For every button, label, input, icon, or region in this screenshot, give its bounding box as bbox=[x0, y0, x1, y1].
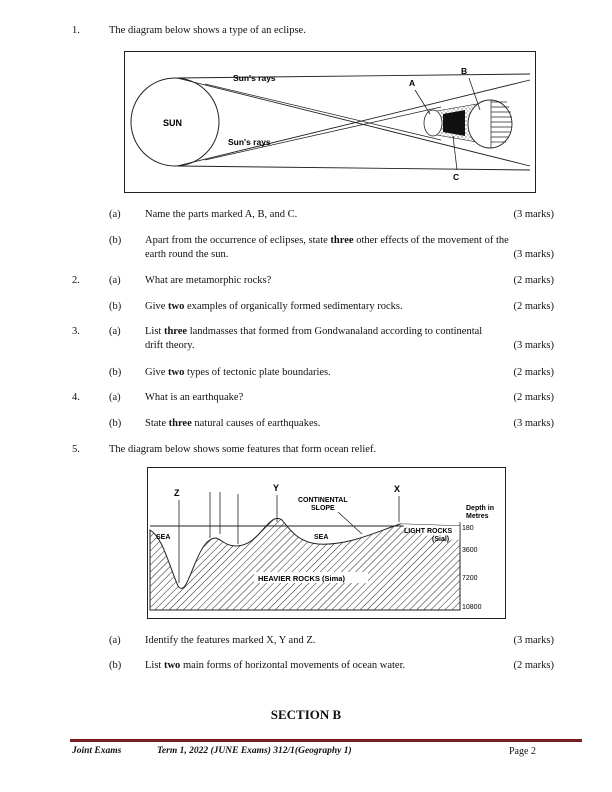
page-number: Page 2 bbox=[509, 746, 536, 757]
depth-180: 180 bbox=[462, 525, 474, 532]
label-z: Z bbox=[174, 488, 180, 498]
q3a-label: (a) bbox=[109, 326, 121, 337]
earth-hatching bbox=[490, 100, 512, 148]
sun-label: SUN bbox=[163, 118, 182, 128]
ray-line bbox=[176, 165, 531, 171]
q1b-text-line2: earth round the sun. bbox=[145, 249, 229, 260]
q2a-marks: (2 marks) bbox=[513, 275, 554, 286]
label-b: B bbox=[461, 66, 467, 76]
footer-rule bbox=[70, 739, 582, 742]
ocean-floor bbox=[149, 517, 461, 611]
light-rocks-label: LIGHT ROCKS bbox=[404, 528, 453, 535]
q3b-marks: (2 marks) bbox=[513, 367, 554, 378]
ray-line bbox=[176, 73, 531, 79]
label-a: A bbox=[409, 78, 415, 88]
ocean-relief-diagram: Z Y CONTINENTAL SLOPE X SEA SEA LIGHT RO… bbox=[147, 467, 506, 619]
ocean-relief-svg: Z Y CONTINENTAL SLOPE X SEA SEA LIGHT RO… bbox=[149, 483, 494, 611]
q3a-marks: (3 marks) bbox=[513, 340, 554, 351]
continental-slope-label-1: CONTINENTAL bbox=[298, 497, 348, 504]
q3b-text: Give two types of tectonic plate boundar… bbox=[145, 367, 331, 378]
question-1-text: The diagram below shows a type of an ecl… bbox=[109, 25, 306, 36]
q3a-text-line2: drift theory. bbox=[145, 340, 195, 351]
question-number-1: 1. bbox=[72, 25, 80, 36]
heavier-rocks-label: HEAVIER ROCKS (Sima) bbox=[258, 574, 345, 583]
q1a-marks: (3 marks) bbox=[513, 209, 554, 220]
eclipse-diagram: SUN Sun's rays Sun's rays A bbox=[124, 51, 536, 193]
depth-7200: 7200 bbox=[462, 575, 478, 582]
q4a-label: (a) bbox=[109, 392, 121, 403]
q4a-text: What is an earthquake? bbox=[145, 392, 244, 403]
label-c: C bbox=[453, 172, 459, 182]
question-number-5: 5. bbox=[72, 444, 80, 455]
heavier-rocks-bg bbox=[254, 572, 368, 583]
q4b-label: (b) bbox=[109, 418, 122, 429]
q5a-marks: (3 marks) bbox=[513, 635, 554, 646]
q2b-text: Give two examples of organically formed … bbox=[145, 301, 403, 312]
q5b-marks: (2 marks) bbox=[513, 660, 554, 671]
ray-line bbox=[176, 79, 531, 167]
q4b-text: State three natural causes of earthquake… bbox=[145, 418, 321, 429]
ray-line bbox=[176, 77, 531, 167]
label-y: Y bbox=[273, 483, 279, 493]
q1b-label: (b) bbox=[109, 235, 122, 246]
q2b-label: (b) bbox=[109, 301, 122, 312]
footer-middle: Term 1, 2022 (JUNE Exams) 312/1(Geograph… bbox=[157, 746, 352, 756]
depth-label-1: Depth in bbox=[466, 505, 494, 512]
question-number-3: 3. bbox=[72, 326, 80, 337]
footer-left: Joint Exams bbox=[72, 746, 122, 756]
sea-label-mid: SEA bbox=[314, 534, 328, 541]
moon-shape bbox=[423, 109, 443, 137]
ray-line bbox=[204, 106, 442, 161]
q4a-marks: (2 marks) bbox=[513, 392, 554, 403]
eclipse-svg: SUN Sun's rays Sun's rays A bbox=[130, 66, 531, 182]
depth-10800: 10800 bbox=[462, 604, 482, 611]
q3a-text: List three landmasses that formed from G… bbox=[145, 326, 483, 337]
arrow-b bbox=[468, 77, 481, 111]
q3b-label: (b) bbox=[109, 367, 122, 378]
depth-3600: 3600 bbox=[462, 547, 478, 554]
q2a-text: What are metamorphic rocks? bbox=[145, 275, 272, 286]
sun-shape bbox=[130, 77, 220, 167]
sial-label: (Sial) bbox=[432, 536, 449, 543]
arrow-a bbox=[414, 89, 431, 115]
q5b-label: (b) bbox=[109, 660, 122, 671]
question-number-2: 2. bbox=[72, 275, 80, 286]
arrow-slope bbox=[337, 511, 363, 535]
q5a-label: (a) bbox=[109, 635, 121, 646]
continental-slope-label-2: SLOPE bbox=[311, 505, 335, 512]
sun-rays-top-label: Sun's rays bbox=[233, 73, 276, 83]
question-number-4: 4. bbox=[72, 392, 80, 403]
q1a-label: (a) bbox=[109, 209, 121, 220]
q1a-text: Name the parts marked A, B, and C. bbox=[145, 209, 298, 220]
depth-label-2: Metres bbox=[466, 513, 489, 520]
section-title: SECTION B bbox=[270, 707, 342, 722]
ray-line bbox=[204, 83, 442, 141]
q5b-text: List two main forms of horizontal moveme… bbox=[145, 660, 406, 671]
light-rocks-region bbox=[400, 524, 460, 540]
q4b-marks: (3 marks) bbox=[513, 418, 554, 429]
sea-label-left: SEA bbox=[156, 534, 170, 541]
sun-rays-bottom-label: Sun's rays bbox=[228, 137, 271, 147]
q2a-label: (a) bbox=[109, 275, 121, 286]
q2b-marks: (2 marks) bbox=[513, 301, 554, 312]
q1b-text: Apart from the occurrence of eclipses, s… bbox=[145, 235, 509, 246]
q1b-marks: (3 marks) bbox=[513, 249, 554, 260]
umbra-region bbox=[443, 110, 465, 136]
label-x: X bbox=[394, 484, 400, 494]
q5a-text: Identify the features marked X, Y and Z. bbox=[145, 635, 316, 646]
arrow-c bbox=[452, 135, 458, 171]
question-5-text: The diagram below shows some features th… bbox=[109, 444, 377, 455]
